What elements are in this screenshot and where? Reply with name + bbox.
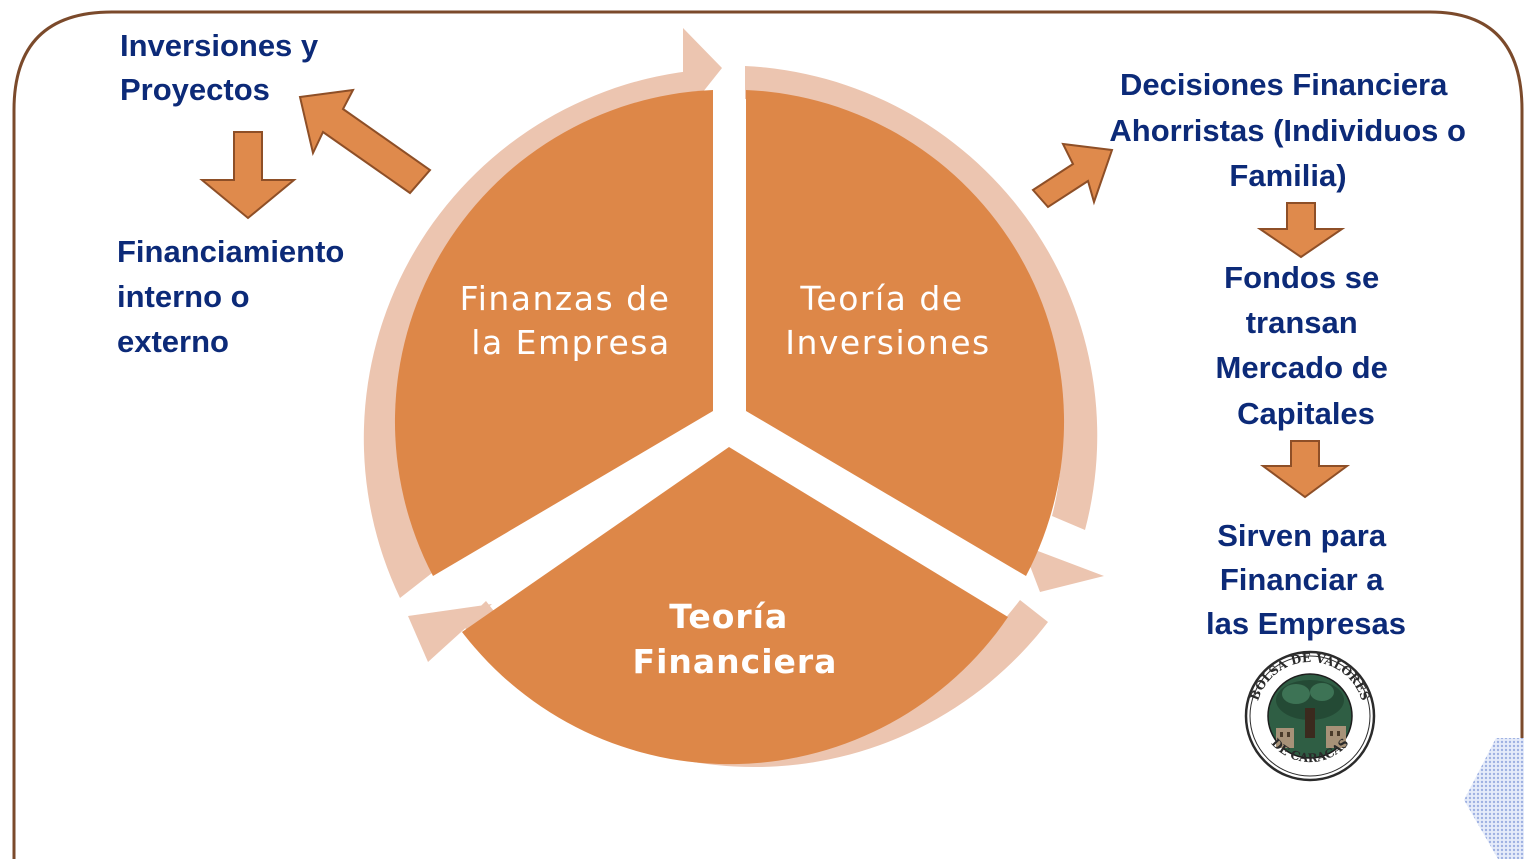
diagonal-arrow-icon: [298, 88, 432, 195]
curved-arrow-icon: [1022, 545, 1104, 592]
corner-pattern: [1464, 738, 1524, 859]
right-block-decisiones: Decisiones Financiera Ahorristas (Indivi…: [1109, 67, 1474, 193]
curved-arrow-icon: [408, 604, 492, 662]
segment-teoria-inversiones: [746, 90, 1065, 576]
segment-label-financiera: Teoría Financiera: [633, 597, 838, 681]
cycle-segments: [394, 90, 1065, 765]
frame-border: [12, 10, 1524, 859]
segment-label-finanzas: Finanzas de la Empresa: [460, 279, 683, 362]
down-arrow-icon: [199, 131, 297, 220]
down-arrow-icon: [1259, 440, 1351, 499]
segment-teoria-financiera: [462, 447, 1008, 765]
right-block-fondos: Fondos se transan Mercado de Capitales: [1216, 260, 1397, 431]
segment-finanzas-empresa: [394, 90, 713, 576]
left-top-label: Inversiones y Proyectos: [120, 28, 327, 107]
segment-label-inversiones: Teoría de Inversiones: [785, 279, 991, 362]
seal-logo-icon: BOLSA DE VALORES DE CARACAS: [1244, 650, 1376, 782]
left-bottom-label: Financiamiento interno o externo: [117, 234, 353, 359]
right-block-sirven: Sirven para Financiar a las Empresas: [1206, 518, 1406, 641]
diagonal-arrow-icon: [1031, 142, 1114, 209]
down-arrow-icon: [1256, 202, 1346, 259]
